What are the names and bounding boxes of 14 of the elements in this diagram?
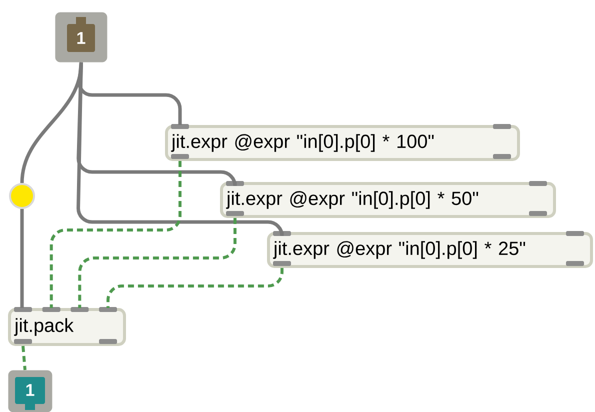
patch-cord xyxy=(22,346,26,370)
patch-cord xyxy=(78,218,236,308)
object-box: jit.expr @expr "in[0].p[0] * 25" xyxy=(267,231,593,268)
object-box: jit.expr @expr "in[0].p[0] * 50" xyxy=(220,181,556,218)
object-box: jit.expr @expr "in[0].p[0] * 100" xyxy=(165,124,520,161)
object-box: jit.pack xyxy=(8,307,126,346)
inlet-box: 1 xyxy=(55,12,108,62)
patch-cord xyxy=(106,268,284,308)
patch-cord xyxy=(50,161,182,308)
button-circle xyxy=(9,183,35,209)
patch-cord xyxy=(20,209,24,308)
patch-cord xyxy=(76,62,284,238)
patch-cord xyxy=(78,62,182,125)
outlet-box: 1 xyxy=(8,370,52,412)
